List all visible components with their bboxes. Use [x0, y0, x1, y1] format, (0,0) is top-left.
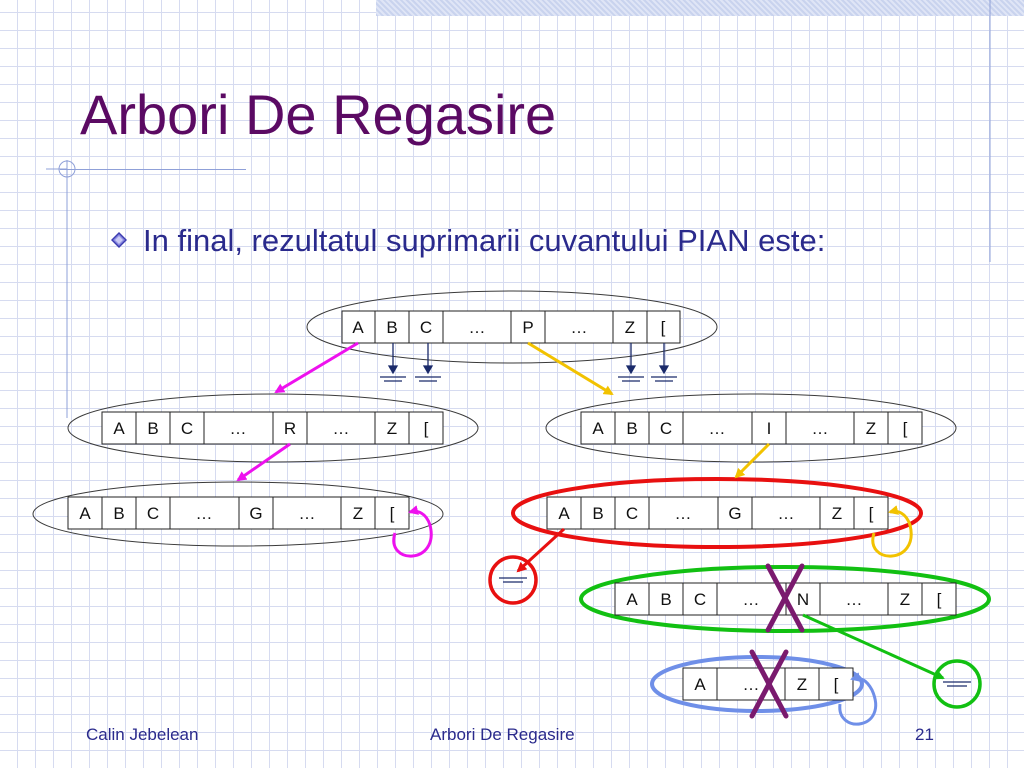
node4-cell: Z	[797, 675, 807, 694]
left1-node-ellipse	[67, 393, 479, 463]
node4-cell: [	[834, 675, 839, 694]
right1-cell: A	[592, 419, 604, 438]
right2-cell: C	[626, 504, 638, 523]
right1-cell: I	[767, 419, 772, 438]
left1-cell: Z	[387, 419, 397, 438]
root-cell: …	[571, 318, 588, 337]
footer-title: Arbori De Regasire	[430, 725, 575, 744]
slide-title: Arbori De Regasire	[80, 83, 557, 146]
left2-cell: C	[147, 504, 159, 523]
root-cell: A	[352, 318, 364, 337]
left2-cell: G	[249, 504, 262, 523]
left1-cell: [	[424, 419, 429, 438]
left1-cell: R	[284, 419, 296, 438]
footer-page-number: 21	[915, 725, 934, 744]
right2-node-ellipse-red	[511, 477, 923, 549]
node4-cell: A	[694, 675, 706, 694]
right2-cell: …	[675, 504, 692, 523]
right2-cell: B	[592, 504, 603, 523]
arrow-right2-to-null	[516, 527, 566, 573]
root-cell: [	[661, 318, 666, 337]
right2-cell: …	[778, 504, 795, 523]
null-pointer-red-circle	[488, 555, 538, 605]
node3-ellipse-green	[579, 565, 991, 633]
node3-cell: …	[846, 590, 863, 609]
left2-cell: [	[390, 504, 395, 523]
left2-cell: …	[196, 504, 213, 523]
right1-node: A B C … I … Z [	[580, 411, 923, 445]
right1-cell: …	[812, 419, 829, 438]
node3-cell: Z	[900, 590, 910, 609]
arrow-root-to-right1	[527, 341, 614, 396]
node3-cell: C	[694, 590, 706, 609]
arrow-left1-to-left2	[236, 442, 291, 482]
right1-cell: Z	[866, 419, 876, 438]
left2-cell: B	[113, 504, 124, 523]
title-underline	[60, 169, 246, 170]
root-cell: B	[386, 318, 397, 337]
left2-cell: Z	[353, 504, 363, 523]
left2-node: A B C … G … Z [	[67, 496, 410, 530]
arrow-node3-to-null	[802, 613, 945, 680]
slide-frame-lines	[46, 0, 991, 418]
left2-cell: A	[79, 504, 91, 523]
node3-cell: …	[743, 590, 760, 609]
node3-cell: A	[626, 590, 638, 609]
right1-cell: [	[903, 419, 908, 438]
footer-author: Calin Jebelean	[86, 725, 199, 744]
left1-cell: …	[333, 419, 350, 438]
null-pointer-green-circle	[932, 659, 982, 709]
node3-cell: B	[660, 590, 671, 609]
left1-node: A B C … R … Z [	[101, 411, 444, 445]
arrow-root-to-left1	[274, 341, 359, 394]
right1-cell: B	[626, 419, 637, 438]
left2-node-ellipse	[32, 481, 444, 547]
left2-cell: …	[299, 504, 316, 523]
bullet-text: In final, rezultatul suprimarii cuvantul…	[143, 223, 826, 258]
root-cell: …	[469, 318, 486, 337]
self-loop-right2	[871, 505, 913, 558]
root-cell: Z	[625, 318, 635, 337]
root-node-ellipse	[306, 290, 718, 364]
root-cell: C	[420, 318, 432, 337]
right2-cell: Z	[832, 504, 842, 523]
left1-cell: A	[113, 419, 125, 438]
deletion-cross-node3	[765, 563, 805, 633]
left1-cell: C	[181, 419, 193, 438]
right2-node: A B C … G … Z [	[546, 496, 889, 530]
root-node: A B C … P … Z [	[341, 310, 681, 344]
diamond-bullet-icon	[111, 232, 127, 248]
node3-cell: [	[937, 590, 942, 609]
right1-cell: …	[709, 419, 726, 438]
null-pointers-root	[380, 343, 677, 382]
node3-cell: N	[797, 590, 809, 609]
right2-cell: G	[728, 504, 741, 523]
left1-cell: …	[230, 419, 247, 438]
deletion-cross-node4	[749, 649, 789, 719]
node4-cell: …	[743, 675, 760, 694]
right1-cell: C	[660, 419, 672, 438]
right2-cell: A	[558, 504, 570, 523]
right2-cell: [	[869, 504, 874, 523]
top-decorative-band	[376, 0, 1024, 16]
self-loop-node4	[838, 672, 878, 726]
arrow-right1-to-right2	[734, 442, 771, 479]
left1-cell: B	[147, 419, 158, 438]
root-cell: P	[522, 318, 533, 337]
self-loop-left2	[392, 505, 433, 558]
